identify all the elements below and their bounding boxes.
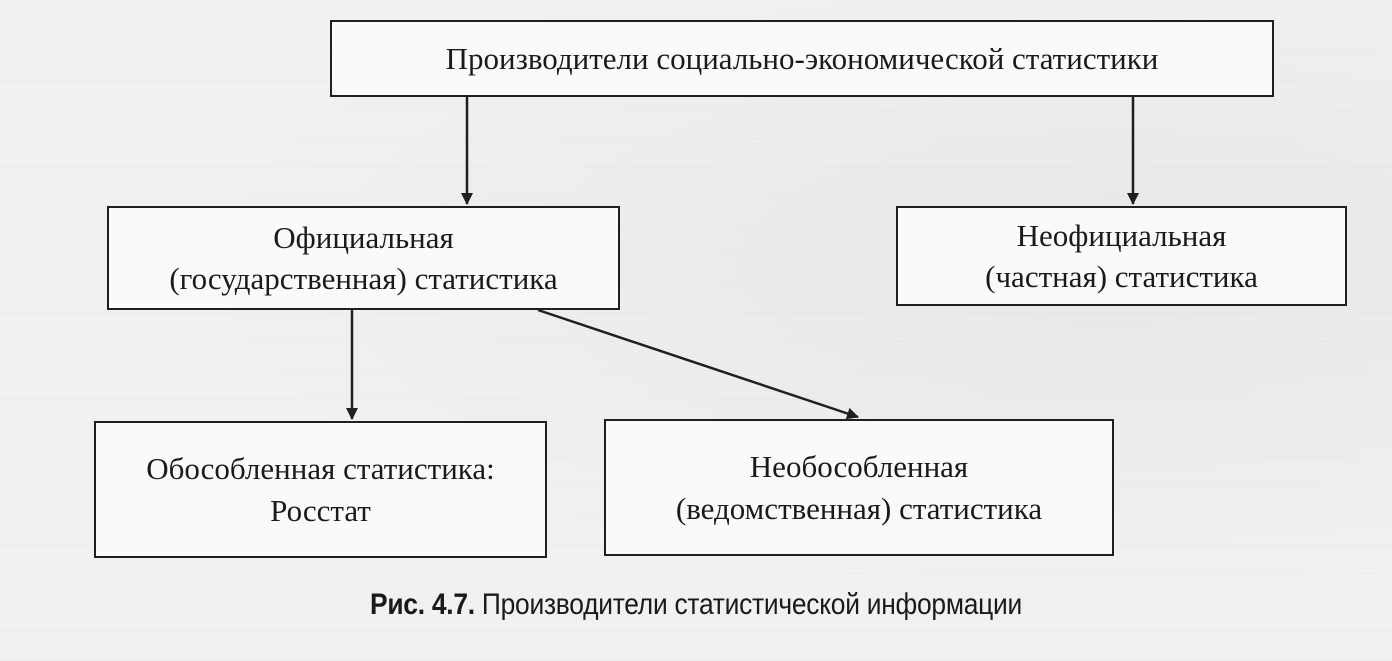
node-official-line-1: Официальная (273, 219, 454, 255)
node-official-line-2: (государственная) статистика (169, 261, 558, 296)
figure-caption: Рис. 4.7. Производители статистической и… (84, 588, 1309, 622)
node-producers: Производители социально-экономической ст… (330, 20, 1274, 97)
arrow-official-to-nonseparate (537, 308, 859, 420)
node-nonseparate-line-1: Необособленная (749, 449, 969, 485)
node-nonseparate-line-2: (ведомственная) статистика (675, 490, 1043, 526)
figure-title: Производители статистической информации (474, 588, 1022, 621)
node-separate-statistics: Обособленная статистика: Росстат (94, 421, 547, 558)
node-unofficial-line-1: Неофициальная (1016, 217, 1227, 253)
node-nonseparate-statistics: Необособленная (ведомственная) статистик… (604, 419, 1114, 556)
node-unofficial-statistics: Неофициальная (частная) статистика (896, 206, 1347, 306)
node-producers-line-1: Производители социально-экономической ст… (445, 40, 1159, 76)
figure-number: Рис. 4.7. (370, 588, 475, 621)
node-official-statistics: Официальная (государственная) статистика (107, 206, 620, 310)
node-unofficial-line-2: (частная) статистика (985, 259, 1258, 294)
node-separate-line-1: Обособленная статистика: (146, 451, 495, 487)
node-separate-line-2: Росстат (270, 492, 371, 528)
